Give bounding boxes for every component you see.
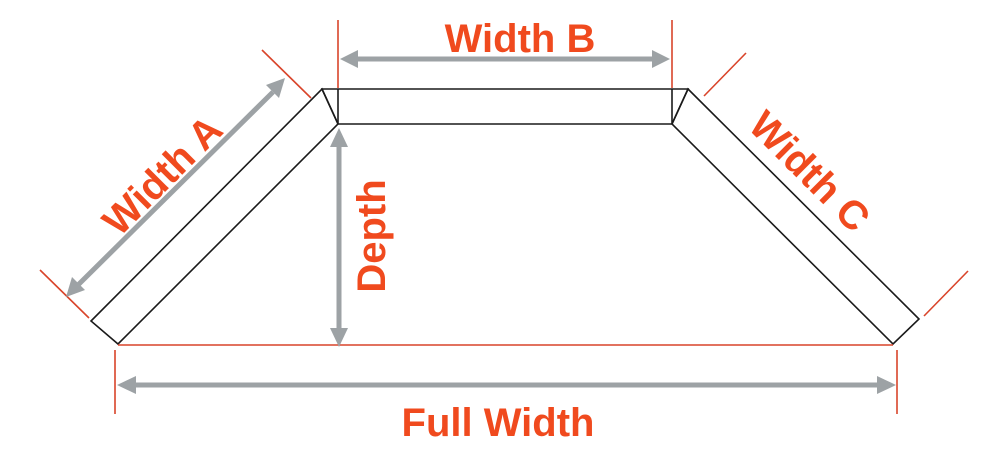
full-width-arrowhead-right [877, 376, 896, 394]
width-a-arrowhead-bottom [66, 277, 85, 297]
dimension-arrows [66, 50, 896, 394]
width-a-arrow [66, 78, 285, 297]
depth-arrowhead-top [330, 128, 348, 147]
width-c-label: Width C [740, 103, 878, 241]
depth-label: Depth [350, 179, 394, 292]
width-a-ext-top [261, 49, 312, 99]
width-b-arrow [340, 50, 670, 68]
width-a-ext-bottom [39, 269, 90, 319]
width-a-label: Width A [94, 107, 231, 244]
width-a-arrowhead-top [266, 78, 285, 98]
full-width-label: Full Width [402, 401, 595, 445]
depth-arrowhead-bottom [330, 328, 348, 347]
width-b-label: Width B [445, 17, 596, 61]
width-c-ext-top [703, 52, 747, 97]
full-width-arrowhead-left [117, 376, 136, 394]
width-c-ext-bottom [923, 270, 969, 317]
width-b-arrowhead-left [340, 50, 358, 68]
right-panel-outline [671, 87, 921, 346]
depth-arrow [330, 128, 348, 347]
full-width-arrow [117, 376, 896, 394]
dimension-labels: Width B Full Width Depth Width A Width C [94, 17, 878, 445]
center-panel-outline [320, 88, 690, 125]
width-b-arrowhead-right [652, 50, 670, 68]
extension-lines [39, 20, 969, 414]
window-outline [89, 87, 921, 346]
